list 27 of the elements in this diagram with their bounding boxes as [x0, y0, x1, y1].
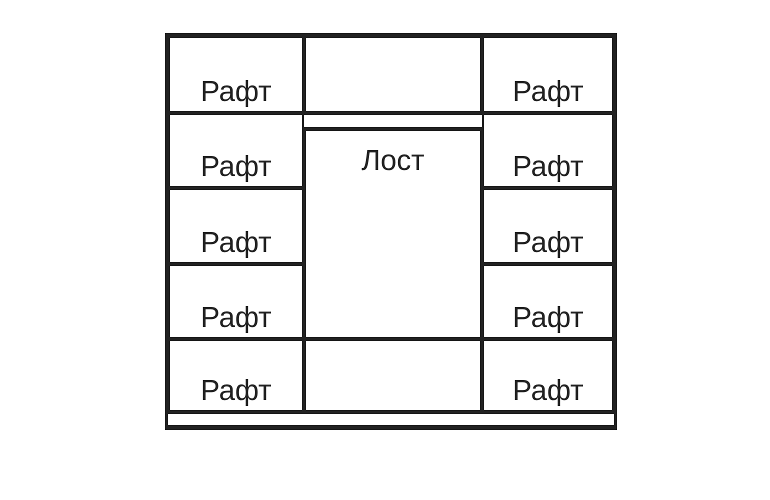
plinth-bar — [168, 412, 614, 427]
shelf-label: Рафт — [512, 153, 584, 182]
compartment — [168, 339, 304, 412]
shelf-label: Рафт — [200, 377, 272, 406]
compartment — [482, 339, 614, 412]
compartment — [482, 188, 614, 264]
compartment — [168, 113, 304, 188]
shelf-label: Рафт — [512, 229, 584, 258]
compartment — [304, 339, 482, 412]
shelf-label: Рафт — [200, 153, 272, 182]
shelf-label: Рафт — [512, 377, 584, 406]
shelf-label: Рафт — [512, 304, 584, 333]
compartment — [304, 36, 482, 113]
wardrobe-frame — [165, 33, 617, 430]
shelf-label: Рафт — [200, 78, 272, 107]
compartment — [304, 129, 482, 339]
rail-strip — [304, 113, 482, 129]
compartment — [482, 36, 614, 113]
shelf-label: Рафт — [200, 304, 272, 333]
shelf-label: Рафт — [200, 229, 272, 258]
compartment — [168, 188, 304, 264]
shelf-label: Рафт — [512, 78, 584, 107]
compartment — [482, 113, 614, 188]
compartment — [168, 264, 304, 339]
compartment — [482, 264, 614, 339]
compartment — [168, 36, 304, 113]
rod-label: Лост — [362, 147, 424, 176]
